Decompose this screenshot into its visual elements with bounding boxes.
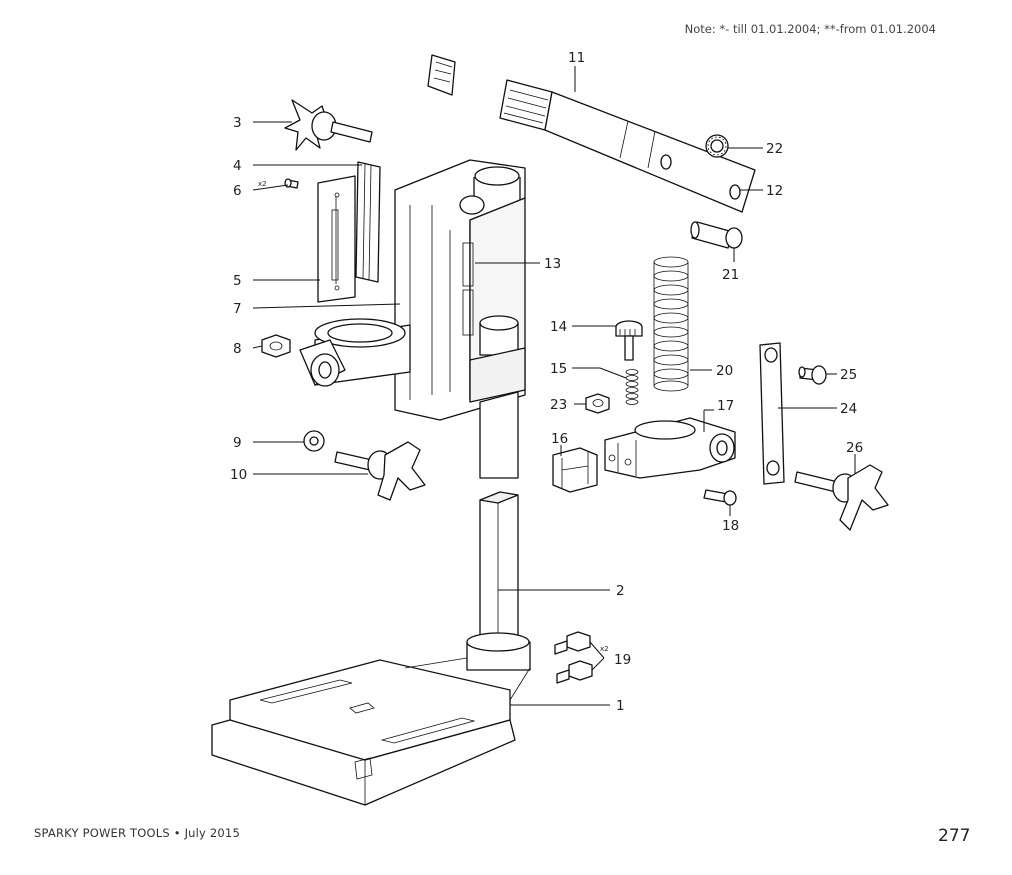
callout-11: 11 xyxy=(568,50,585,66)
page-number: 277 xyxy=(938,826,971,846)
quantity-mark-6: x2 xyxy=(258,180,267,188)
quantity-mark-19: x2 xyxy=(600,645,609,653)
callout-3: 3 xyxy=(233,115,242,131)
part-17-clamp xyxy=(604,417,736,479)
callout-10: 10 xyxy=(230,467,247,483)
footer-brand: SPARKY POWER TOOLS • July 2015 xyxy=(34,826,240,840)
part-16-block xyxy=(552,447,598,493)
callout-25: 25 xyxy=(840,367,857,383)
part-4-strip xyxy=(355,161,381,283)
callout-22: 22 xyxy=(766,141,783,157)
part-6-screw xyxy=(284,178,299,189)
part-15-small-spring xyxy=(625,369,639,405)
callout-1: 1 xyxy=(616,698,625,714)
part-1-base xyxy=(211,632,531,806)
part-21-pin xyxy=(690,221,743,249)
leader-lines xyxy=(252,66,856,706)
callout-9: 9 xyxy=(233,435,242,451)
callout-16: 16 xyxy=(551,431,568,447)
part-3-star-knob xyxy=(284,99,373,151)
part-23-nut xyxy=(585,393,610,414)
callout-18: 18 xyxy=(722,518,739,534)
part-20-spring xyxy=(653,256,689,392)
callout-13: 13 xyxy=(544,256,561,272)
callout-12: 12 xyxy=(766,183,783,199)
callout-26: 26 xyxy=(846,440,863,456)
callout-2: 2 xyxy=(616,583,625,599)
callout-24: 24 xyxy=(840,401,857,417)
part-10-star-knob xyxy=(334,441,426,501)
callout-17: 17 xyxy=(717,398,734,414)
part-18-screw xyxy=(703,489,737,506)
part-26-star-knob xyxy=(794,464,889,531)
part-5-guide-plate xyxy=(317,175,356,303)
part-7-carriage xyxy=(299,159,526,421)
callout-7: 7 xyxy=(233,301,242,317)
part-22-circlip xyxy=(705,134,729,158)
part-9-washer xyxy=(303,430,325,452)
callout-20: 20 xyxy=(716,363,733,379)
part-25-pin xyxy=(798,365,827,385)
part-14-knurled-screw xyxy=(615,320,643,361)
part-8-nut xyxy=(261,334,291,358)
part-2-column xyxy=(479,491,519,641)
callout-6: 6 xyxy=(233,183,242,199)
callout-15: 15 xyxy=(550,361,567,377)
part-19-bolts xyxy=(554,631,593,684)
callout-4: 4 xyxy=(233,158,242,174)
part-11-handle xyxy=(427,54,756,213)
callout-19: 19 xyxy=(614,652,631,668)
callout-5: 5 xyxy=(233,273,242,289)
callout-23: 23 xyxy=(550,397,567,413)
callout-21: 21 xyxy=(722,267,739,283)
part-24-link-bar xyxy=(759,342,785,485)
callout-8: 8 xyxy=(233,341,242,357)
part-column-upper xyxy=(479,391,519,479)
callout-labels: 11 22 12 3 4 6 5 7 8 13 14 15 23 16 17 2… xyxy=(230,50,863,714)
callout-14: 14 xyxy=(550,319,567,335)
note-text: Note: *- till 01.01.2004; **-from 01.01.… xyxy=(684,22,936,36)
